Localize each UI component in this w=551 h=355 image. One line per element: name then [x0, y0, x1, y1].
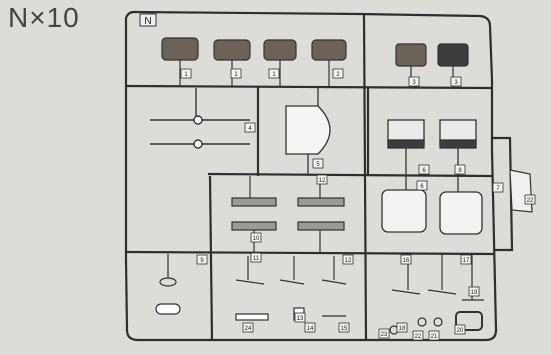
part-number-box — [230, 68, 242, 79]
part-number-box — [250, 232, 262, 243]
quantity-label: N×10 — [8, 2, 80, 33]
part-number-box — [396, 322, 408, 333]
part-number: 12 — [319, 178, 326, 184]
part-number: 13 — [297, 316, 304, 322]
part-number: 18 — [399, 326, 406, 332]
part-number: 1 — [184, 72, 188, 78]
part-number-box — [454, 324, 466, 335]
part-number: 5 — [316, 162, 320, 168]
part-number: 24 — [245, 326, 252, 332]
part-number: 16 — [403, 258, 410, 264]
part-number: 7 — [496, 186, 500, 192]
part-number-box — [524, 194, 536, 205]
part-number: 10 — [253, 236, 260, 242]
cushion-parts — [161, 37, 469, 88]
part-number: 23 — [381, 332, 388, 338]
part-number-box — [450, 76, 462, 87]
sprue-letter-tag: N — [139, 13, 157, 27]
part-number-box — [454, 164, 466, 175]
part-number: 19 — [471, 290, 478, 296]
part-number-box — [378, 328, 390, 339]
part-number-box — [268, 68, 280, 79]
part-number: 22 — [415, 334, 422, 340]
part-number-box — [468, 286, 480, 297]
part-number: 2 — [336, 72, 340, 78]
part-number: 3 — [412, 80, 416, 86]
part-number: 6 — [422, 168, 426, 174]
plate-part — [285, 88, 331, 174]
part-number-box — [416, 180, 428, 191]
part-number: 22 — [527, 198, 534, 204]
bracket-parts — [231, 176, 345, 252]
part-number-box — [460, 254, 472, 265]
part-number-box — [332, 68, 344, 79]
part-number: 17 — [463, 258, 470, 264]
part-number-box — [250, 252, 262, 263]
seat-parts — [381, 119, 483, 235]
part-number-box — [338, 322, 350, 333]
rod-parts — [150, 88, 250, 149]
part-number: 1 — [234, 72, 238, 78]
part-number-box — [180, 68, 192, 79]
part-number: 1 — [272, 72, 276, 78]
part-number-box — [304, 322, 316, 333]
part-number-box — [242, 322, 254, 333]
part-number: 11 — [253, 256, 260, 262]
sprue-frame — [124, 10, 514, 342]
part-number-box — [492, 182, 504, 193]
part-number-box — [244, 122, 256, 133]
part-number: 12 — [345, 258, 352, 264]
part-number-box — [400, 254, 412, 265]
part-number: 20 — [457, 328, 464, 334]
part-number-box — [412, 330, 424, 341]
part-number: 14 — [307, 326, 314, 332]
part-number-box — [342, 254, 354, 265]
part-number-box — [418, 164, 430, 175]
part-number: 6 — [420, 184, 424, 190]
part-number: 8 — [458, 168, 462, 174]
part-number-box — [294, 312, 306, 323]
part-number-box — [316, 174, 328, 185]
part-number: 21 — [431, 334, 438, 340]
part-number-box — [312, 158, 324, 169]
sprue-letter: N — [144, 16, 151, 27]
part-number-box — [196, 254, 208, 265]
part-number: 3 — [454, 80, 458, 86]
part-number: 9 — [200, 258, 204, 264]
part-number: 4 — [248, 126, 252, 132]
part-number-box — [428, 330, 440, 341]
part-number: 15 — [341, 326, 348, 332]
part-number-box — [408, 76, 420, 87]
